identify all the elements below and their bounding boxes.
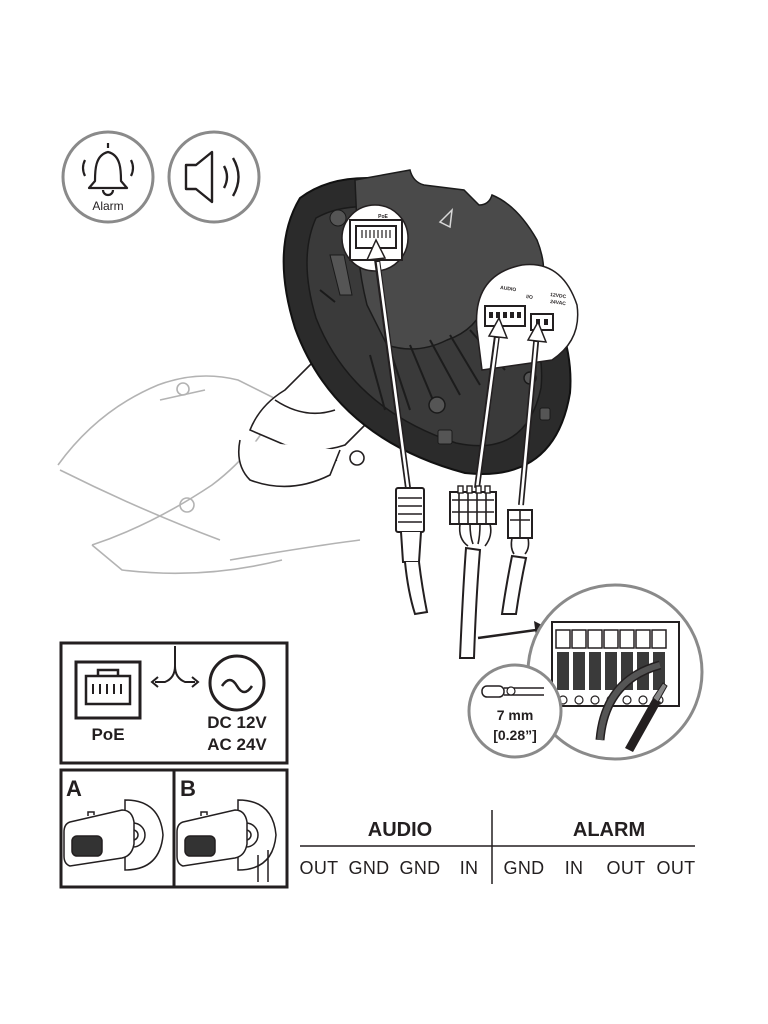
rj45-plug	[395, 487, 429, 616]
poe-port-label: PoE	[378, 214, 388, 220]
poe-option-label: PoE	[91, 725, 124, 744]
alarm-pin-gnd: GND	[504, 858, 545, 878]
audio-port-label: AUDIO	[500, 285, 517, 293]
terminal-block-zoom	[526, 583, 704, 761]
alarm-group-header: ALARM	[573, 819, 645, 841]
alarm-pin-out-2: OUT	[657, 858, 696, 878]
ethernet-port-icon	[74, 660, 142, 720]
camera-body-sketch	[57, 375, 361, 575]
option-b-label: B	[180, 776, 196, 801]
alarm-label: Alarm	[92, 199, 123, 213]
dc-voltage-label: DC 12V	[207, 713, 267, 732]
audio-badge	[167, 130, 261, 224]
power-options-box: PoE DC 12V AC 24V	[59, 641, 289, 765]
arrow-head-icon	[365, 238, 387, 261]
alarm-pin-in: IN	[565, 858, 584, 878]
audio-pin-gnd-2: GND	[400, 858, 441, 878]
speaker-icon	[184, 150, 240, 204]
zoom-arrow	[477, 628, 537, 640]
ac-dc-icon	[208, 654, 266, 712]
power-port-label-1: 12VDC	[550, 292, 567, 300]
mount-option-b: B	[172, 768, 289, 889]
audio-terminal-plug	[449, 485, 497, 659]
alarm-terminal-plug	[500, 509, 533, 615]
arrow-head-icon	[526, 320, 548, 343]
bell-icon	[81, 143, 135, 197]
power-port-label-2: 24VAC	[550, 299, 567, 307]
strip-length-callout: 7 mm [0.28”]	[467, 663, 563, 759]
bullet-camera-icon	[63, 799, 164, 871]
option-a-label: A	[66, 776, 82, 801]
split-arrow-icon	[150, 646, 200, 688]
strip-length-mm: 7 mm	[497, 707, 534, 723]
audio-pin-gnd-1: GND	[349, 858, 390, 878]
audio-group-header: AUDIO	[368, 819, 432, 841]
mount-option-a: A	[59, 768, 176, 889]
audio-pin-in: IN	[460, 858, 479, 878]
arrow-head-icon	[487, 316, 509, 339]
audio-pin-out: OUT	[300, 858, 339, 878]
pinout-table: AUDIO ALARM OUT GND GND IN GND IN OUT OU…	[300, 810, 696, 884]
ac-voltage-label: AC 24V	[207, 735, 267, 754]
connection-arrows-inner	[376, 261, 538, 506]
alarm-badge: Alarm	[61, 130, 155, 224]
strip-length-inch: [0.28”]	[493, 727, 537, 743]
bullet-camera-icon	[176, 799, 277, 882]
io-port-label: I/O	[526, 294, 534, 301]
alarm-pin-out-1: OUT	[607, 858, 646, 878]
